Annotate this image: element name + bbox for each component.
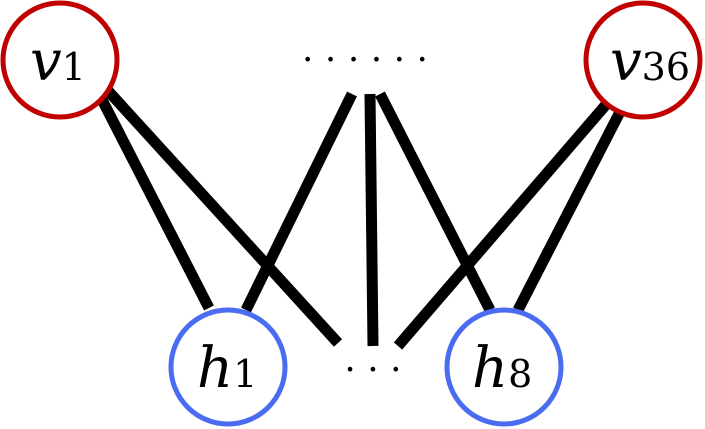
visible-nodes-ellipsis: · · · · · ·	[302, 40, 428, 81]
visible-node-v1-circle	[0, 0, 120, 120]
v36-sub: 36	[642, 45, 690, 89]
visible-node-v36: v36	[583, 0, 703, 120]
v1-base: v	[30, 29, 62, 94]
h1-sub: 1	[233, 352, 257, 396]
edge-top-ellipsis-h1	[241, 91, 357, 313]
hidden-node-h1-circle	[168, 307, 288, 427]
visible-node-v36-circle	[583, 0, 703, 120]
hidden-node-h8-circle	[444, 307, 564, 427]
edge-v1-hidden-ellipsis	[95, 78, 343, 347]
edge-v36-h8	[513, 105, 627, 313]
hidden-node-h1-label: h1	[197, 336, 257, 401]
visible-node-v1: v1	[0, 0, 120, 120]
edge-v1-h1	[91, 85, 214, 311]
edge-top-ellipsis-h8	[375, 91, 495, 313]
hidden-node-h1: h1	[168, 307, 288, 427]
edge-top-ellipsis-bottom-ellipsis	[364, 93, 379, 347]
v1-sub: 1	[62, 45, 86, 89]
hidden-node-h8-label: h8	[472, 336, 532, 401]
v36-base: v	[610, 29, 642, 94]
hidden-nodes-ellipsis: · · ·	[344, 350, 401, 391]
h8-sub: 8	[508, 352, 532, 396]
visible-node-v1-label: v1	[30, 29, 86, 94]
hidden-node-h8: h8	[444, 307, 564, 427]
h8-base: h	[472, 336, 508, 401]
h1-base: h	[197, 336, 233, 401]
visible-node-v36-label: v36	[610, 29, 690, 94]
edge-v36-hidden-ellipsis	[393, 96, 615, 350]
